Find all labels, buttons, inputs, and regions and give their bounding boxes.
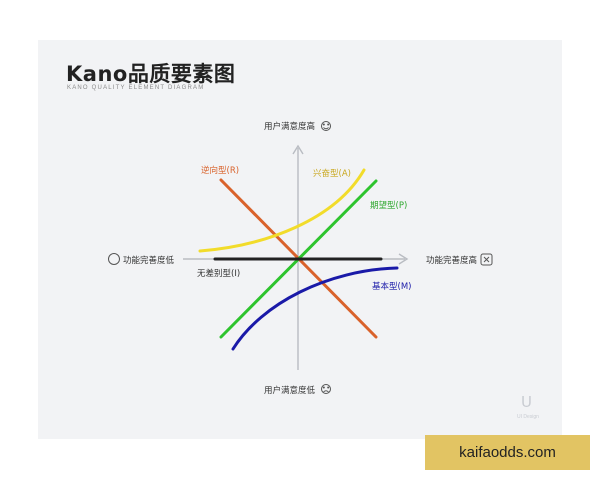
label-indifferent: 无差别型(I) <box>197 269 241 279</box>
label-performance: 期望型(P) <box>370 201 408 211</box>
axis-label-top: 用户满意度高 <box>264 122 316 132</box>
label-attractive: 兴奋型(A) <box>313 169 351 179</box>
y-axis-arrow <box>292 144 304 155</box>
axis-label-right: 功能完善度高 <box>426 256 478 266</box>
curve-attractive <box>198 168 366 253</box>
site-badge: kaifaodds.com <box>425 435 590 470</box>
curve-must-be <box>231 266 399 351</box>
watermark-logo: U <box>521 393 532 411</box>
label-must-be: 基本型(M) <box>372 282 412 292</box>
empty-circle-icon <box>108 253 120 265</box>
full-frame-icon <box>480 253 493 266</box>
axis-label-left: 功能完善度低 <box>123 256 175 266</box>
axis-label-bottom: 用户满意度低 <box>264 386 316 396</box>
page-subtitle: KANO QUALITY ELEMENT DIAGRAM <box>67 85 205 91</box>
label-reverse: 逆向型(R) <box>201 166 240 176</box>
sad-face-icon <box>321 384 331 394</box>
diagram-card <box>38 40 562 439</box>
page-title: Kano品质要素图 <box>66 62 236 86</box>
smile-face-icon <box>321 121 331 131</box>
watermark-text: UI Design <box>517 414 539 420</box>
x-axis-arrow <box>398 253 409 265</box>
